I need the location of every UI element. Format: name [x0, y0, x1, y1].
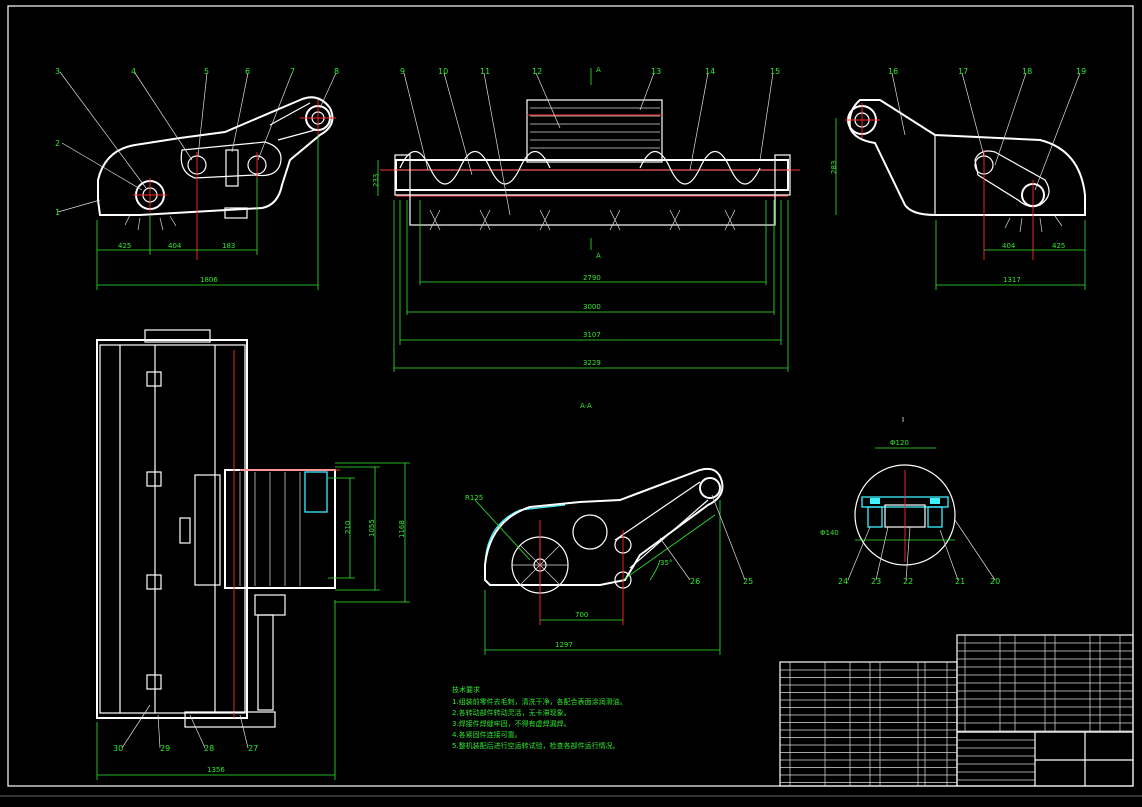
callout-13: 13 [651, 67, 661, 76]
dim-front-overall: 3229 [583, 359, 601, 367]
dim-left-2: 404 [168, 242, 182, 250]
callout-12: 12 [532, 67, 542, 76]
detail-label: I [902, 416, 904, 424]
dim-section-radius: R125 [465, 494, 483, 502]
callout-14: 14 [705, 67, 715, 76]
dim-left-1: 425 [118, 242, 131, 250]
dim-right-1: 404 [1002, 242, 1016, 250]
note-1: 1.组装前零件去毛刺，清洗干净，各配合表面涂润滑油。 [452, 697, 627, 706]
callout-8: 8 [334, 67, 339, 76]
dim-plan-3: 1168 [398, 520, 406, 538]
dim-front-1: 2790 [583, 274, 601, 282]
callout-10: 10 [438, 67, 448, 76]
callout-26: 26 [690, 577, 700, 586]
section-view: 35° 700 1297 R125 26 25 [465, 467, 753, 655]
front-view: A A 233 2790 3000 3107 3229 9 10 11 12 1… [372, 66, 800, 372]
view-label-aa: A-A [580, 402, 592, 410]
plan-view: 210 1055 1168 1356 30 29 28 27 [96, 329, 410, 780]
right-side-view: 283 404 425 1317 16 17 18 19 [830, 67, 1086, 290]
callout-16: 16 [888, 67, 898, 76]
section-mark-bottom: A [596, 252, 601, 260]
callout-19: 19 [1076, 67, 1086, 76]
dim-left-3: 183 [222, 242, 235, 250]
callout-7: 7 [290, 67, 295, 76]
dim-detail-side: Φ140 [820, 529, 839, 537]
callout-1: 1 [55, 208, 60, 217]
callout-5: 5 [204, 67, 209, 76]
section-mark-top: A [596, 66, 601, 74]
dim-front-3: 3107 [583, 331, 601, 339]
dim-right-height: 283 [830, 161, 838, 174]
dim-section-angle: 35° [660, 559, 672, 567]
detail-view-i: I Φ120 Φ140 24 23 22 21 20 [820, 416, 1000, 586]
sheet-border [7, 5, 1134, 787]
callout-24: 24 [838, 577, 848, 586]
callout-17: 17 [958, 67, 968, 76]
callout-22: 22 [903, 577, 913, 586]
dim-right-2: 425 [1052, 242, 1065, 250]
dim-plan-1: 210 [344, 521, 352, 534]
dim-section-1: 700 [575, 611, 588, 619]
dim-plan-2: 1055 [368, 519, 376, 537]
callout-9: 9 [400, 67, 405, 76]
dim-front-2: 3000 [583, 303, 601, 311]
callout-28: 28 [204, 744, 214, 753]
dim-left-overall: 1806 [200, 276, 218, 284]
dim-detail-top: Φ120 [890, 439, 909, 447]
callout-11: 11 [480, 67, 490, 76]
callout-6: 6 [245, 67, 250, 76]
callout-2: 2 [55, 139, 60, 148]
title-block [779, 634, 1134, 787]
callout-18: 18 [1022, 67, 1032, 76]
callout-3: 3 [55, 67, 60, 76]
callout-30-plan: 30 [113, 744, 123, 753]
note-4: 4.各紧固件连接可靠。 [452, 730, 522, 739]
callout-25: 25 [743, 577, 753, 586]
dim-section-overall: 1297 [555, 641, 573, 649]
left-side-view: 425 404 183 1806 1 2 3 4 5 6 7 8 [55, 67, 339, 290]
technical-notes: 技术要求 1.组装前零件去毛刺，清洗干净，各配合表面涂润滑油。 2.各转动部件转… [452, 685, 627, 750]
callout-4: 4 [131, 67, 136, 76]
note-5: 5.整机装配后进行空运转试验，检查各部件运行情况。 [452, 741, 620, 750]
callout-15: 15 [770, 67, 780, 76]
note-3: 3.焊接件焊缝牢固，不得有虚焊漏焊。 [452, 719, 571, 728]
note-2: 2.各转动部件转动灵活，无卡滞现象。 [452, 708, 571, 717]
dim-front-height: 233 [372, 174, 380, 187]
callout-20: 20 [990, 577, 1000, 586]
dim-right-overall: 1317 [1003, 276, 1021, 284]
callout-29: 29 [160, 744, 170, 753]
dim-plan-overall: 1356 [207, 766, 225, 774]
callout-23: 23 [871, 577, 881, 586]
callout-27: 27 [248, 744, 258, 753]
callout-21: 21 [955, 577, 965, 586]
notes-title: 技术要求 [452, 685, 480, 694]
